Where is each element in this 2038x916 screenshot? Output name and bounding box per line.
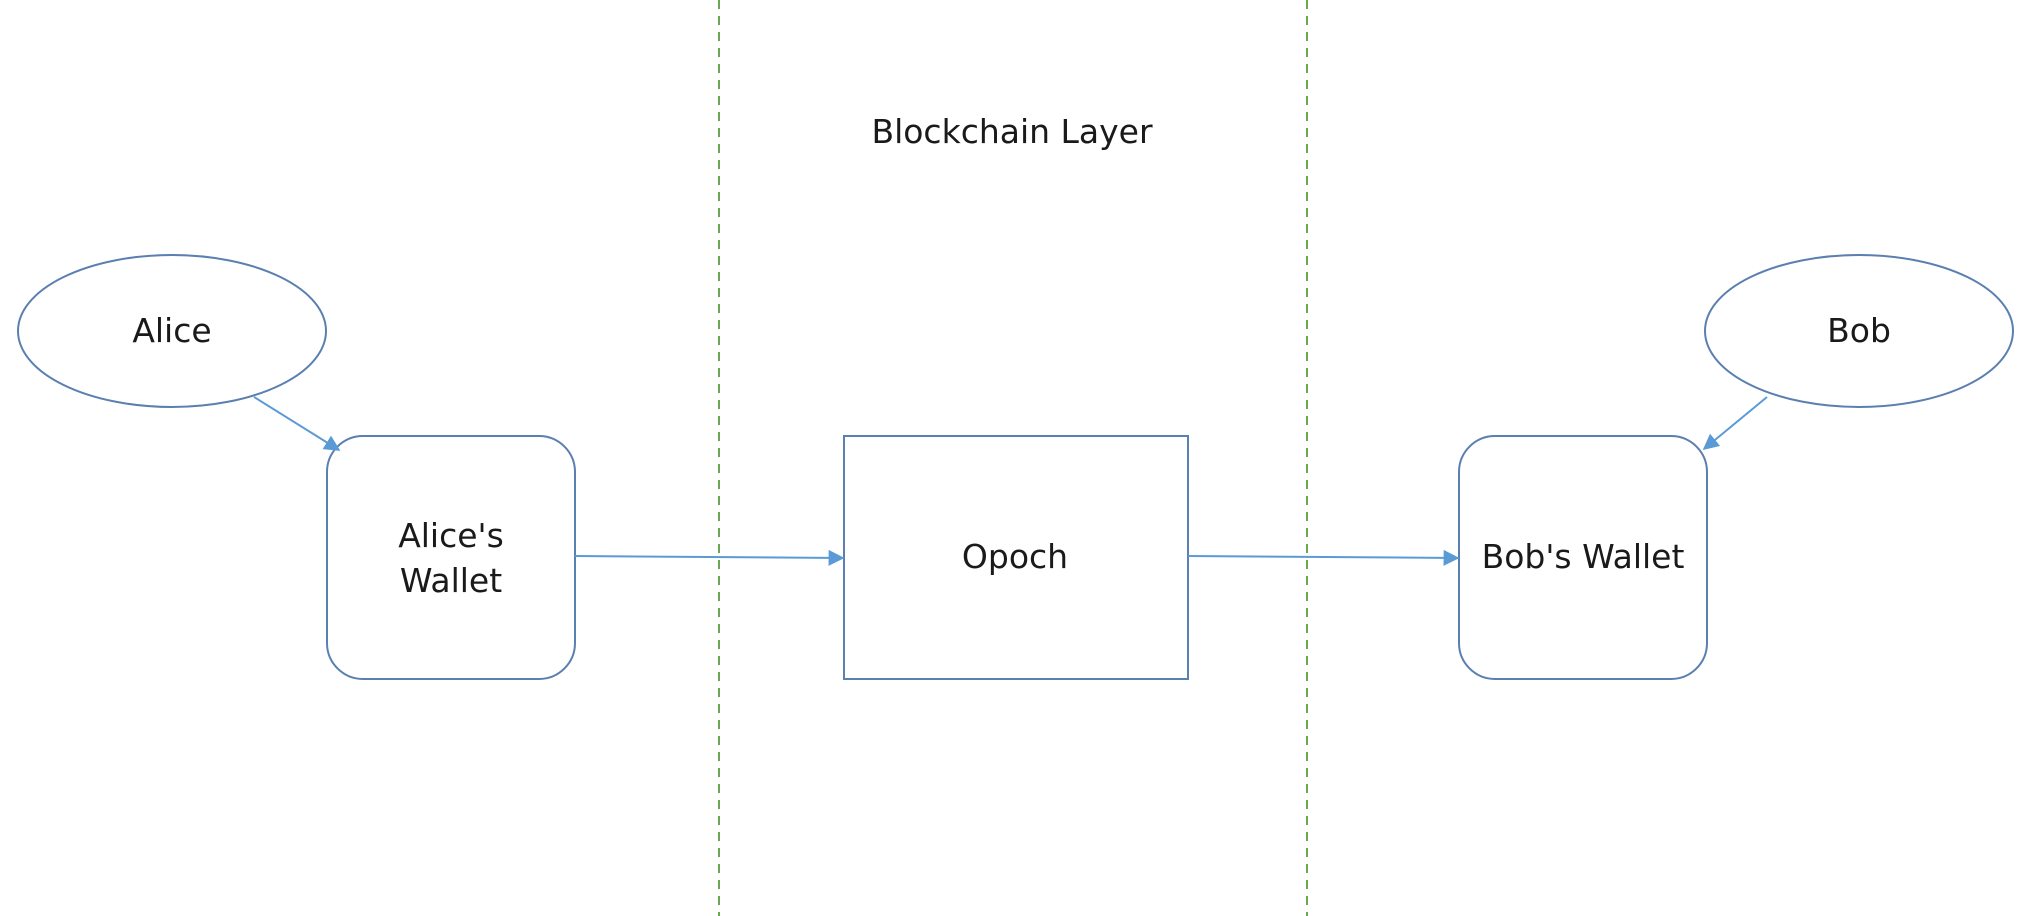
bob-node[interactable] bbox=[1704, 254, 2014, 408]
edge-opoch-to-bob-wallet bbox=[1187, 549, 1460, 566]
edge-alice-wallet-to-opoch bbox=[574, 549, 845, 566]
blockchain-layer-title: Blockchain Layer bbox=[871, 112, 1153, 151]
alice-wallet-label-line1: Alice's bbox=[398, 516, 504, 555]
alice-wallet-node[interactable] bbox=[326, 435, 576, 680]
edge-bob-to-wallet bbox=[1702, 396, 1768, 451]
alice-wallet-label-line2: Wallet bbox=[400, 561, 502, 600]
alice-node[interactable] bbox=[17, 254, 327, 408]
opoch-node[interactable] bbox=[843, 435, 1189, 680]
bob-wallet-label: Bob's Wallet bbox=[1482, 537, 1685, 576]
edge-alice-to-wallet bbox=[253, 396, 341, 451]
alice-label: Alice bbox=[132, 311, 211, 350]
bob-label: Bob bbox=[1827, 311, 1891, 350]
opoch-label: Opoch bbox=[962, 537, 1068, 576]
